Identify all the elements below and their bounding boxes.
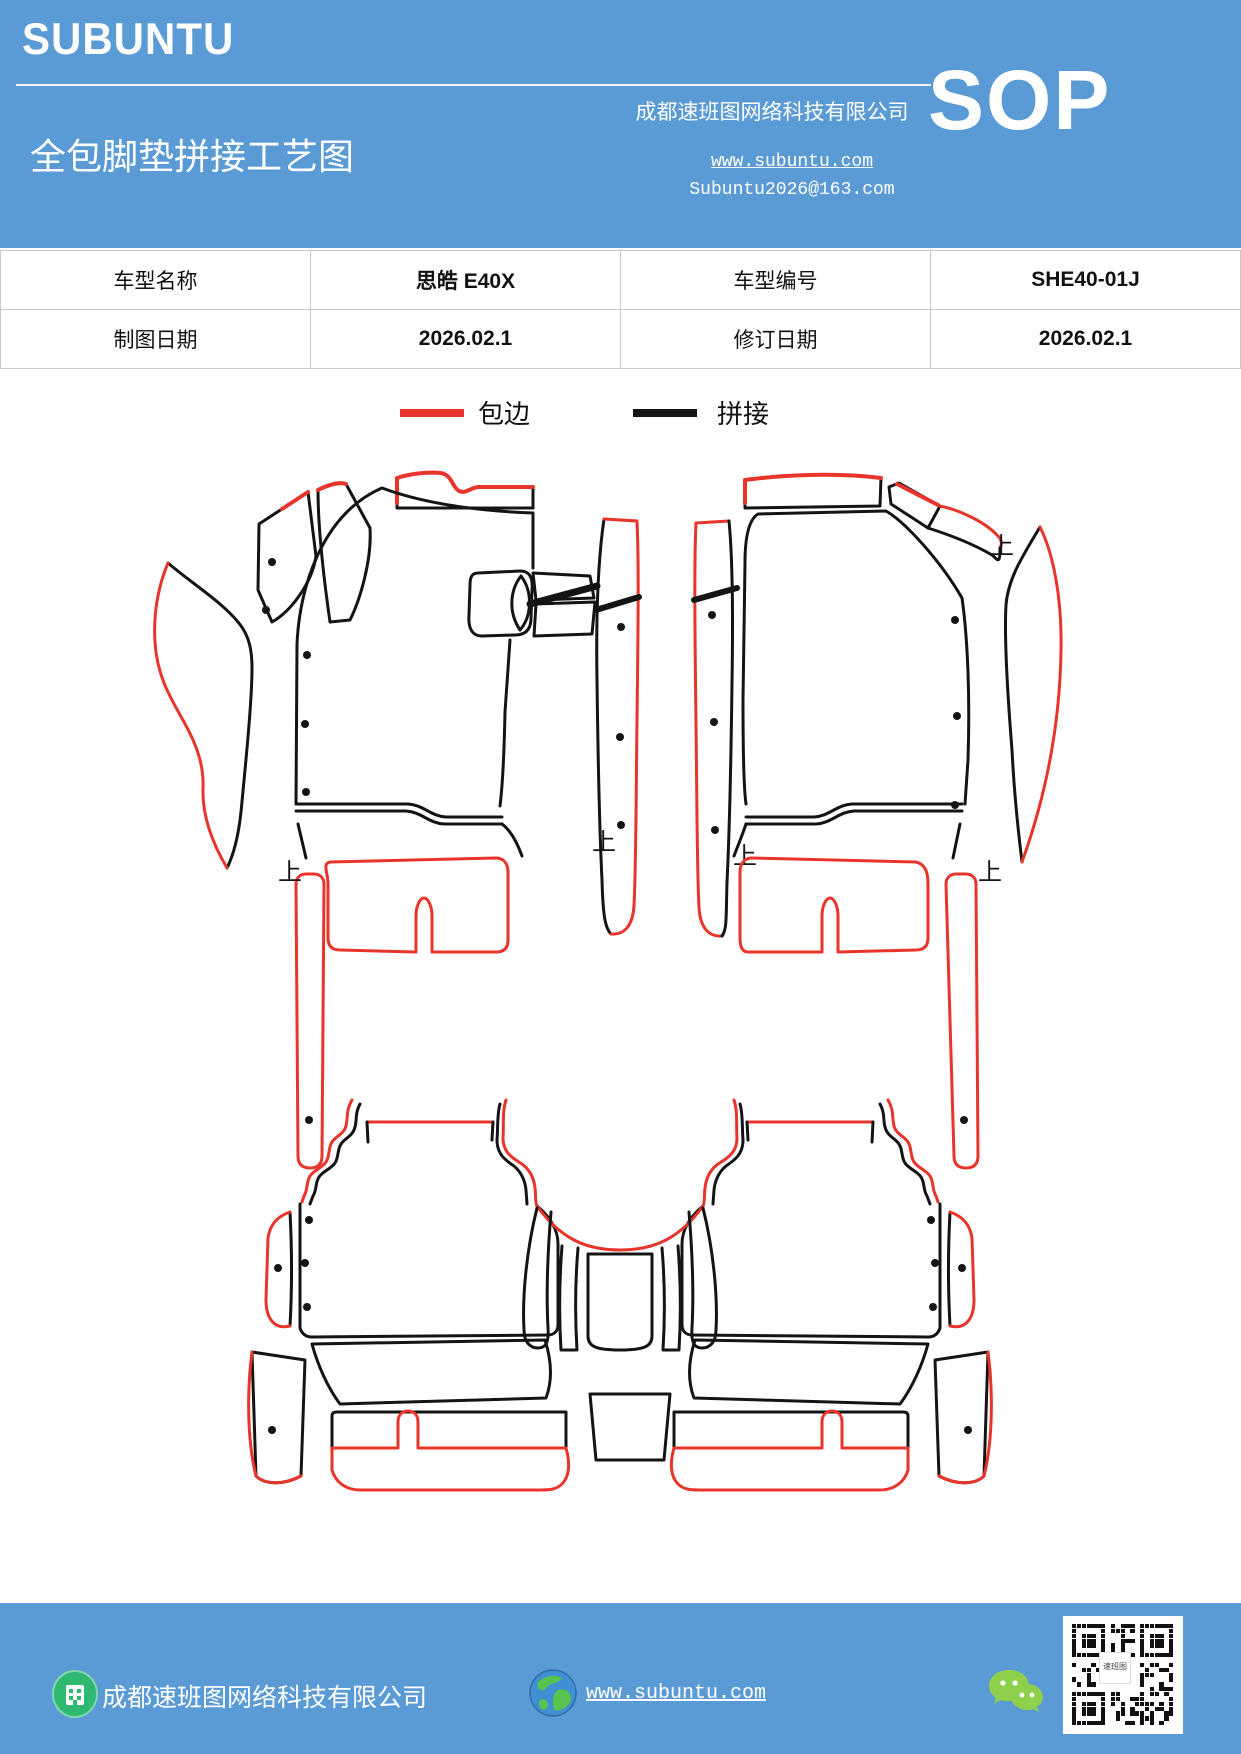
model-name-value: 思皓 E40X: [310, 250, 621, 310]
up-orientation-mark: 上: [990, 533, 1014, 560]
rear-bottom-right-side-piece: [933, 1350, 993, 1485]
model-name-label: 车型名称: [0, 250, 311, 310]
edge-binding-label: 包边: [478, 400, 531, 429]
rear-right-mat: [680, 1098, 942, 1339]
footer-company-name: 成都速班图网络科技有限公司: [102, 1685, 428, 1712]
qr-center-logo: 速班图: [1099, 1652, 1131, 1684]
splicing-label: 拼接: [717, 400, 770, 429]
header-email: Subuntu2026@163.com: [689, 180, 895, 200]
table-row: 制图日期 2026.02.1 修订日期 2026.02.1: [0, 309, 1241, 369]
front-left-side-skirt-piece: [153, 561, 254, 870]
front-left-sill-strip-piece: [294, 872, 326, 1170]
revise-date-label: 修订日期: [620, 309, 931, 369]
header-website-link[interactable]: www.subuntu.com: [710, 152, 874, 172]
up-orientation-mark: 上: [733, 843, 757, 870]
rear-left-mat: [298, 1098, 560, 1339]
front-left-main-mat: [294, 486, 535, 860]
building-icon: [52, 1670, 98, 1718]
front-right-cowl-strip-piece: [743, 472, 883, 510]
model-code-label: 车型编号: [620, 250, 931, 310]
front-right-heel-pad-piece: [738, 856, 930, 954]
front-right-main-mat: [732, 509, 971, 860]
rear-bottom-left-side-piece: [247, 1350, 307, 1485]
rear-bottom-right-notched-piece: [669, 1409, 910, 1492]
wechat-icon: [989, 1670, 1043, 1712]
rear-bottom-left-notched-piece: [330, 1409, 571, 1492]
rear-bottom-right-trapezoid-piece: [688, 1338, 930, 1406]
splicing-swatch: [633, 409, 697, 417]
header-company-name: 成都速班图网络科技有限公司: [635, 100, 909, 124]
front-right-sill-strip-piece: [944, 872, 980, 1170]
model-code-value: SHE40-01J: [930, 250, 1241, 310]
globe-icon: [529, 1669, 577, 1717]
draw-date-label: 制图日期: [0, 309, 311, 369]
front-left-tunnel-strip-piece: [593, 517, 642, 936]
vehicle-info-table: 车型名称 思皓 E40X 车型编号 SHE40-01J 制图日期 2026.02…: [0, 250, 1241, 369]
rear-center-tunnel-pieces: [522, 1204, 718, 1352]
up-orientation-mark: 上: [278, 859, 302, 886]
revise-date-value: 2026.02.1: [930, 309, 1241, 369]
front-right-side-skirt-piece: [1003, 525, 1063, 864]
page-header: [0, 0, 1241, 248]
page-title: 全包脚垫拼接工艺图: [30, 137, 355, 177]
up-orientation-mark: 上: [978, 859, 1002, 886]
front-left-cowl-strip-piece: [395, 470, 535, 510]
front-right-corner-piece: [887, 481, 1003, 562]
draw-date-value: 2026.02.1: [310, 309, 621, 369]
front-left-console-pieces: [467, 569, 601, 638]
edge-binding-swatch: [400, 409, 464, 417]
footer-website-link[interactable]: www.subuntu.com: [586, 1682, 767, 1705]
front-right-tunnel-strip-piece: [691, 519, 740, 938]
rear-bottom-left-trapezoid-piece: [310, 1338, 552, 1406]
up-orientation-mark: 上: [592, 829, 616, 856]
brand-logo: SUBUNTU: [22, 14, 235, 64]
rear-bottom-center-trapezoid-piece: [588, 1392, 672, 1462]
front-left-pillar-piece: [256, 490, 318, 624]
page-footer: [0, 1603, 1241, 1754]
rear-far-right-piece: [947, 1210, 976, 1329]
sop-badge: SOP: [928, 53, 1112, 147]
splice-band: [526, 582, 601, 608]
table-row: 车型名称 思皓 E40X 车型编号 SHE40-01J: [0, 250, 1241, 310]
qr-code: 速班图: [1063, 1616, 1183, 1734]
header-divider: [16, 84, 931, 86]
front-left-corner-piece: [316, 481, 372, 624]
front-left-heel-pad-piece: [324, 856, 510, 954]
qr-pattern: [1072, 1624, 1174, 1726]
rear-far-left-piece: [264, 1210, 293, 1329]
